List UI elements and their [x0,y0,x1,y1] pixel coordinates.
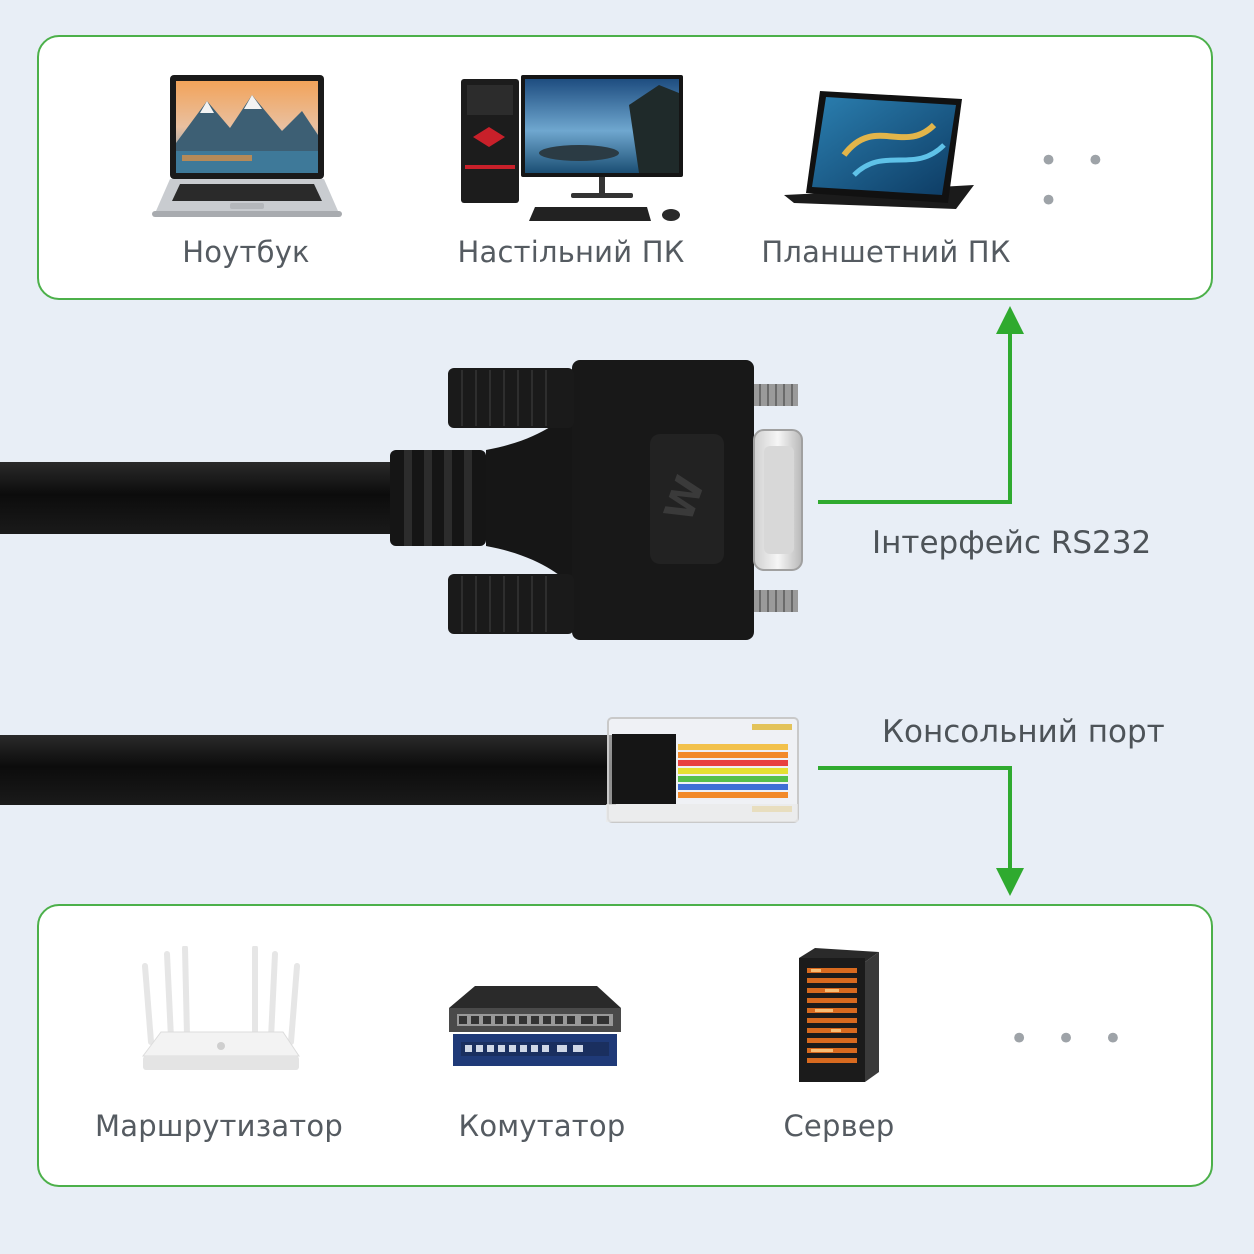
rj45-connector [606,717,799,823]
rs232-cable [0,450,486,546]
console-cable [0,735,616,805]
laptop-icon [152,75,342,217]
desktop-pc-label: Настільний ПК [457,235,685,269]
rs232-arrow [818,330,1012,504]
desktop-pc-icon [461,75,683,221]
router-icon [142,946,300,1070]
server-label: Сервер [783,1109,895,1143]
target-devices-panel: Маршрутизатор Комутатор Сервер • • • [37,904,1213,1187]
console-port-label: Консольний порт [882,714,1165,750]
switch-label: Комутатор [458,1109,626,1143]
arrow-down-icon [996,868,1024,896]
switch-icon [449,986,621,1066]
tablet-label: Планшетний ПК [761,235,1011,269]
more-devices-indicator: • • • [1009,1019,1131,1059]
rs232-interface-label: Інтерфейс RS232 [872,525,1152,561]
arrow-up-icon [996,306,1024,334]
tablet-icon [784,91,974,209]
console-arrow [818,766,1012,870]
more-devices-indicator: • • • [1038,141,1114,221]
router-label: Маршрутизатор [95,1109,343,1143]
source-devices-panel: Ноутбук Настільний ПК Планшетний ПК • • … [37,35,1213,300]
rs232-db9-connector: W [448,360,803,640]
server-icon [799,948,879,1082]
laptop-label: Ноутбук [182,235,310,269]
